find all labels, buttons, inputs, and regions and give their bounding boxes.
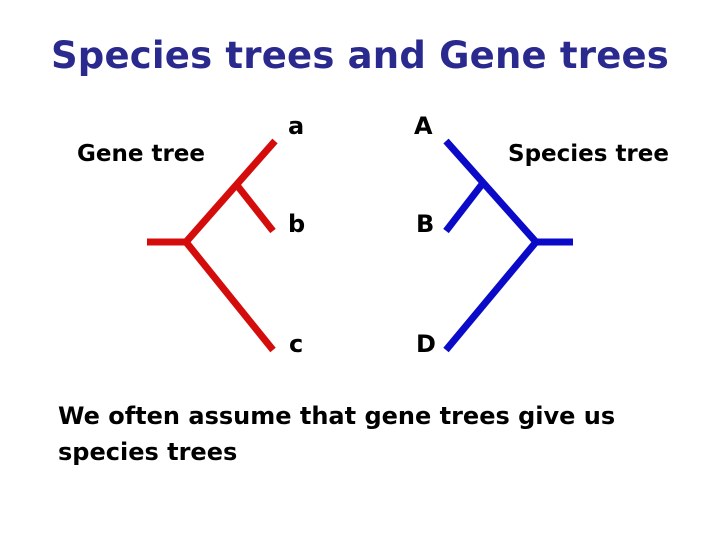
gene-tree-branch-b (233, 181, 276, 234)
gene-tree-branch-c (183, 239, 276, 353)
species-tree-label: Species tree (508, 141, 669, 167)
gene-tree-label: Gene tree (77, 141, 205, 167)
gene-tree (147, 138, 278, 353)
species-leaf-B: B (416, 210, 435, 238)
species-leaf-A: A (414, 112, 433, 140)
gene-tree-branch-a (183, 138, 278, 245)
species-tree-branch-D (443, 239, 539, 353)
species-tree (443, 138, 573, 353)
slide-title: Species trees and Gene trees (50, 34, 670, 77)
gene-leaf-a: a (288, 112, 305, 140)
gene-leaf-b: b (288, 210, 306, 238)
species-tree-branch-B (443, 180, 486, 234)
caption: We often assume that gene trees give us … (58, 402, 616, 466)
species-leaf-D: D (416, 330, 436, 358)
species-tree-branch-A (443, 138, 539, 245)
gene-leaf-c: c (289, 330, 304, 358)
